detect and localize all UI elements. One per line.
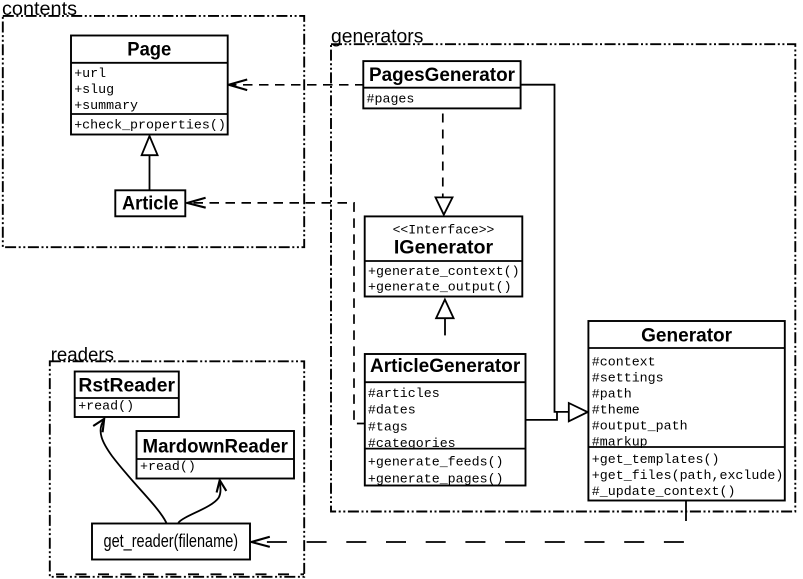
svg-text:+summary: +summary bbox=[74, 98, 138, 113]
svg-text:readers: readers bbox=[51, 345, 114, 366]
svg-text:#path: #path bbox=[592, 387, 632, 402]
svg-text:#articles: #articles bbox=[368, 386, 440, 401]
svg-text:Article: Article bbox=[122, 194, 179, 215]
svg-text:+check_properties(): +check_properties() bbox=[74, 117, 226, 132]
svg-text:+get_templates(): +get_templates() bbox=[592, 452, 720, 467]
svg-text:ArticleGenerator: ArticleGenerator bbox=[370, 356, 521, 377]
svg-text:+generate_context(): +generate_context() bbox=[368, 264, 520, 279]
svg-text:+get_files(path,exclude): +get_files(path,exclude) bbox=[592, 468, 784, 483]
svg-text:+generate_feeds(): +generate_feeds() bbox=[368, 455, 504, 470]
svg-text:Page: Page bbox=[127, 40, 171, 61]
svg-text:#markup: #markup bbox=[592, 435, 648, 450]
svg-text:#context: #context bbox=[592, 355, 656, 370]
svg-text:+generate_pages(): +generate_pages() bbox=[368, 471, 504, 486]
svg-text:#settings: #settings bbox=[592, 371, 664, 386]
svg-text:#categories: #categories bbox=[368, 436, 456, 451]
svg-text:+read(): +read() bbox=[78, 398, 134, 413]
svg-text:generators: generators bbox=[331, 26, 423, 47]
svg-text:Generator: Generator bbox=[641, 326, 733, 347]
svg-text:get_reader(filename): get_reader(filename) bbox=[104, 531, 239, 552]
svg-text:#pages: #pages bbox=[367, 92, 415, 107]
svg-text:+slug: +slug bbox=[74, 82, 114, 97]
svg-text:+read(): +read() bbox=[140, 459, 196, 474]
svg-text:PagesGenerator: PagesGenerator bbox=[369, 65, 516, 86]
svg-text:IGenerator: IGenerator bbox=[394, 238, 494, 259]
svg-text:#dates: #dates bbox=[368, 403, 416, 418]
svg-text:#tags: #tags bbox=[368, 419, 408, 434]
svg-text:#output_path: #output_path bbox=[592, 419, 688, 434]
svg-text:+generate_output(): +generate_output() bbox=[368, 280, 512, 295]
svg-text:#_update_context(): #_update_context() bbox=[592, 484, 736, 499]
svg-text:RstReader: RstReader bbox=[78, 376, 175, 397]
svg-text:contents: contents bbox=[2, 0, 77, 20]
svg-text:MardownReader: MardownReader bbox=[143, 436, 289, 457]
svg-text:+url: +url bbox=[74, 66, 106, 81]
svg-text:#theme: #theme bbox=[592, 403, 640, 418]
svg-text:<<Interface>>: <<Interface>> bbox=[393, 223, 495, 238]
